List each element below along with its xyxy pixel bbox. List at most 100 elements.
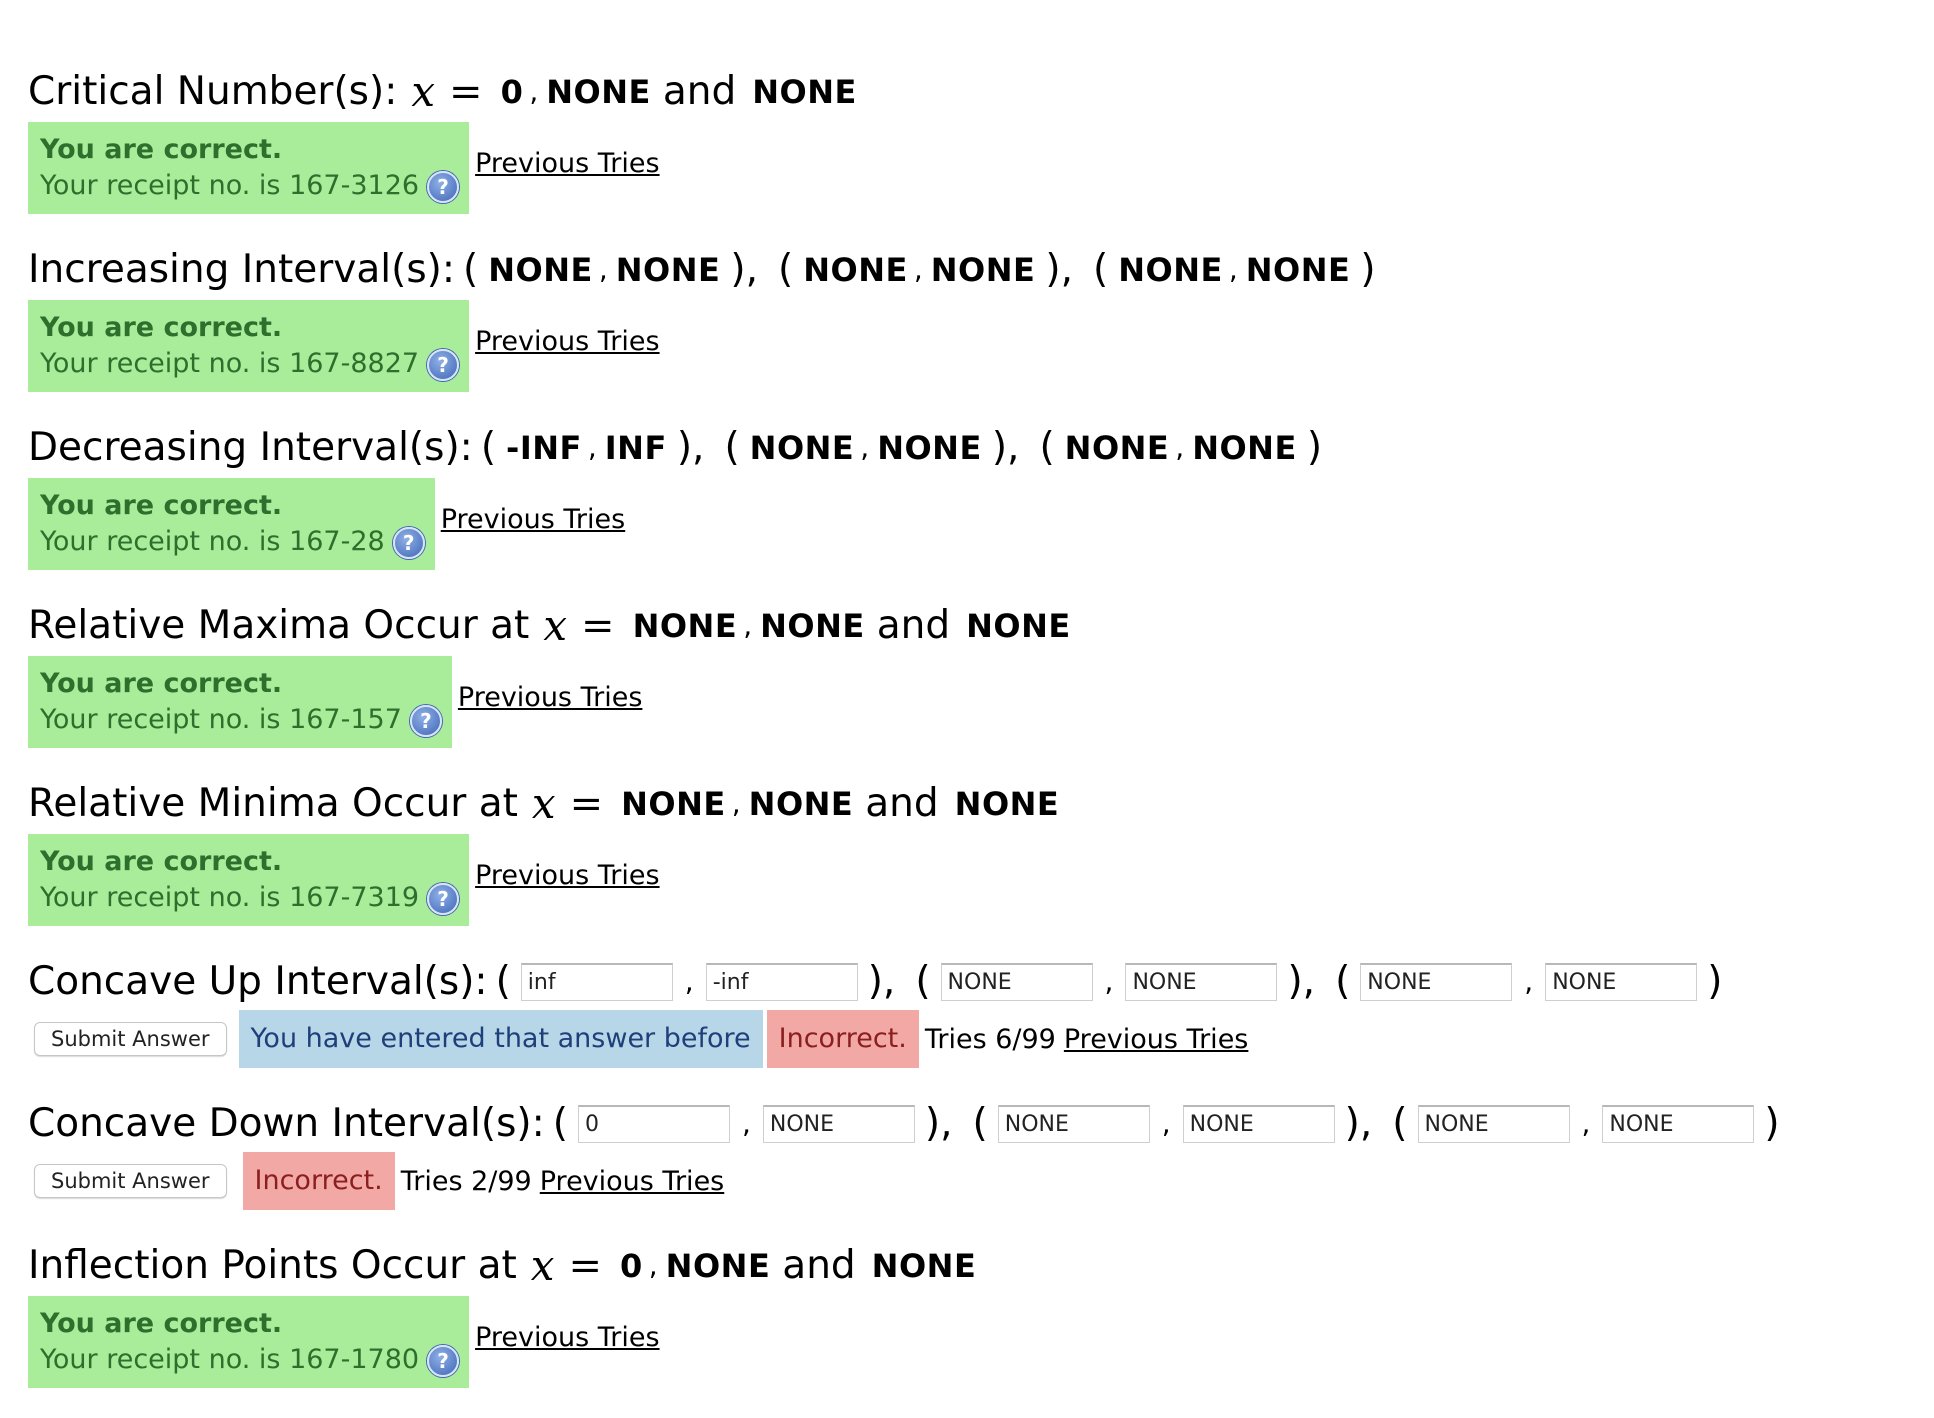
previous-tries-link[interactable]: Previous Tries (457, 682, 643, 713)
concave-up-interval-2-end-input[interactable] (1125, 963, 1278, 1001)
correct-message-box: You are correct. Your receipt no. is 167… (28, 300, 470, 392)
critical-answer-1: 0 (500, 73, 524, 111)
comma-separator: , (731, 787, 741, 820)
equals-sign: = (581, 603, 615, 649)
previous-tries-link[interactable]: Previous Tries (475, 326, 660, 357)
increasing-intervals-label: Increasing Interval(s): (28, 247, 456, 292)
receipt-text: Your receipt no. is 167-1780 (40, 1344, 420, 1375)
receipt-text: Your receipt no. is 167-7319 (40, 882, 420, 913)
help-circle-icon[interactable]: ? (427, 882, 460, 915)
concave-up-interval-2-start-input[interactable] (940, 963, 1093, 1001)
relative-maxima-answer-3: NONE (966, 607, 1071, 645)
decreasing-interval-3-end: NONE (1192, 429, 1297, 467)
equals-sign: = (569, 781, 604, 827)
increasing-interval-3-end: NONE (1245, 251, 1351, 289)
decreasing-interval-2-end: NONE (877, 429, 982, 467)
decreasing-intervals-question: Decreasing Interval(s): ( -INF , INF ), … (28, 420, 1934, 476)
comma-separator: , (1581, 1107, 1591, 1140)
concave-down-interval-3-start-input[interactable] (1417, 1105, 1570, 1143)
and-word: and (662, 69, 737, 114)
concave-down-interval-3-end-input[interactable] (1602, 1105, 1755, 1143)
receipt-text: Your receipt no. is 167-28 (40, 526, 385, 557)
incorrect-badge: Incorrect. (242, 1152, 395, 1210)
help-circle-icon[interactable]: ? (427, 1344, 460, 1377)
concave-up-interval-1-end-input[interactable] (705, 963, 858, 1001)
submit-answer-button[interactable]: Submit Answer (34, 1022, 227, 1056)
help-circle-icon[interactable]: ? (409, 704, 442, 737)
close-paren-comma: ), (1287, 959, 1316, 1004)
receipt-text: Your receipt no. is 167-8827 (40, 348, 420, 379)
concave-down-interval-1-end-input[interactable] (762, 1105, 915, 1143)
help-circle-icon[interactable]: ? (427, 348, 460, 381)
comma-separator: , (598, 253, 608, 286)
help-circle-icon[interactable]: ? (427, 170, 460, 203)
previous-tries-link[interactable]: Previous Tries (1063, 1023, 1249, 1055)
relative-minima-answer-3: NONE (954, 785, 1060, 823)
comma-separator: , (648, 1249, 658, 1282)
correct-title: You are correct. (40, 312, 283, 343)
and-word: and (876, 603, 951, 648)
previous-tries-link[interactable]: Previous Tries (475, 860, 660, 891)
help-circle-icon[interactable]: ? (392, 526, 425, 559)
critical-numbers-label: Critical Number(s): (28, 69, 398, 114)
concave-down-question: Concave Down Interval(s): ( , ), ( , ), … (28, 1096, 1934, 1152)
relative-minima-question: Relative Minima Occur at x = NONE , NONE… (28, 776, 1934, 832)
answer-entered-before-notice: You have entered that answer before (238, 1010, 763, 1068)
tries-count: Tries 2/99 (400, 1165, 532, 1197)
decreasing-intervals-section: Decreasing Interval(s): ( -INF , INF ), … (28, 420, 1934, 570)
concave-down-section: Concave Down Interval(s): ( , ), ( , ), … (28, 1096, 1934, 1210)
incorrect-badge: Incorrect. (766, 1010, 919, 1068)
close-paren: ) (1707, 959, 1723, 1004)
concave-up-interval-1-start-input[interactable] (520, 963, 673, 1001)
receipt-number: Your receipt no. is 167-3126? (40, 168, 460, 204)
previous-tries-link[interactable]: Previous Tries (440, 504, 626, 535)
receipt-number: Your receipt no. is 167-28? (40, 524, 425, 560)
open-paren: ( (1093, 247, 1109, 292)
relative-minima-answer-2: NONE (748, 785, 854, 823)
increasing-intervals-section: Increasing Interval(s): ( NONE , NONE ),… (28, 242, 1934, 392)
correct-message-box: You are correct. Your receipt no. is 167… (28, 834, 470, 926)
inflection-answer-3: NONE (871, 1247, 977, 1285)
equals-sign: = (568, 1243, 602, 1289)
concave-up-interval-3-start-input[interactable] (1360, 963, 1513, 1001)
concave-up-interval-3-end-input[interactable] (1545, 963, 1698, 1001)
previous-tries-link[interactable]: Previous Tries (475, 1322, 660, 1353)
receipt-number: Your receipt no. is 167-7319? (40, 880, 460, 916)
comma-separator: , (587, 431, 597, 464)
previous-tries-link[interactable]: Previous Tries (475, 148, 660, 179)
relative-maxima-feedback: You are correct. Your receipt no. is 167… (28, 656, 1934, 748)
previous-tries-link[interactable]: Previous Tries (539, 1165, 725, 1197)
correct-title: You are correct. (40, 1308, 283, 1339)
and-word: and (782, 1243, 856, 1288)
comma-separator: , (860, 431, 870, 464)
inflection-points-section: Inflection Points Occur at x = 0 , NONE … (28, 1238, 1934, 1388)
close-paren-comma: ), (730, 247, 759, 292)
close-paren: ) (1764, 1101, 1780, 1146)
decreasing-interval-1-start: -INF (506, 429, 582, 467)
concave-down-interval-2-end-input[interactable] (1182, 1105, 1335, 1143)
receipt-text: Your receipt no. is 167-3126 (40, 170, 420, 201)
relative-minima-section: Relative Minima Occur at x = NONE , NONE… (28, 776, 1934, 926)
correct-message-box: You are correct. Your receipt no. is 167… (28, 122, 470, 214)
open-paren: ( (463, 247, 479, 292)
close-paren-comma: ), (867, 959, 896, 1004)
comma-separator: , (1175, 431, 1185, 464)
open-paren: ( (480, 425, 497, 470)
inflection-feedback: You are correct. Your receipt no. is 167… (28, 1296, 1934, 1388)
open-paren: ( (1039, 425, 1055, 470)
correct-message-box: You are correct. Your receipt no. is 167… (28, 656, 452, 748)
relative-maxima-answer-1: NONE (632, 607, 738, 645)
submit-answer-button[interactable]: Submit Answer (34, 1164, 227, 1198)
relative-maxima-answer-2: NONE (760, 607, 865, 645)
open-paren: ( (724, 425, 740, 470)
comma-separator: , (743, 609, 753, 642)
relative-maxima-question: Relative Maxima Occur at x = NONE , NONE… (28, 598, 1934, 654)
concave-down-interval-1-start-input[interactable] (578, 1105, 730, 1143)
math-x-variable: x (543, 601, 568, 650)
relative-minima-answer-1: NONE (621, 785, 726, 823)
decreasing-interval-3-start: NONE (1064, 429, 1170, 467)
open-paren: ( (1392, 1101, 1408, 1146)
concave-down-interval-2-start-input[interactable] (997, 1105, 1150, 1143)
increasing-interval-1-end: NONE (615, 251, 721, 289)
open-paren: ( (915, 959, 931, 1004)
